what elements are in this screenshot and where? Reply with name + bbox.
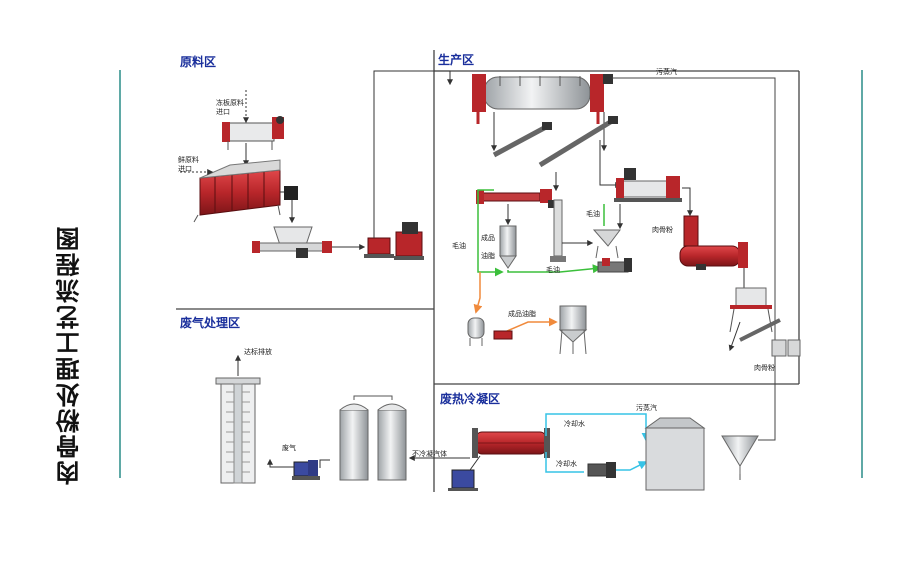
- scrubber-tower-1: [339, 403, 369, 481]
- raw-feed-pump: [364, 222, 424, 260]
- exhaust-stack: [215, 377, 261, 484]
- inclined-conveyor-left: [492, 122, 552, 158]
- meal-bagging-station: [729, 287, 801, 357]
- crude-oil-press-left: [476, 189, 558, 208]
- label-cooling-water-2: 冷却水: [556, 459, 577, 468]
- steam-separator-cone: [721, 435, 759, 474]
- label-fresh-inlet-2: 进口: [178, 165, 192, 173]
- finished-oil-storage-tank: [558, 305, 588, 355]
- label-noncondensable: 不冷凝汽体: [412, 449, 447, 458]
- crusher-bin: [193, 159, 281, 223]
- flow-press-to-meal: [682, 187, 693, 217]
- label-discharge: 达标排放: [244, 347, 272, 356]
- flow-fan-to-stack: [267, 458, 294, 468]
- orange-line-to-storage: [473, 272, 483, 314]
- flow-bagging-to-meal: [728, 321, 741, 352]
- inclined-conveyor-right: [538, 116, 618, 168]
- label-crude-oil-mid: 毛油: [586, 209, 600, 218]
- flow-between-scrubbers: [353, 395, 393, 400]
- label-exhaust-gas: 废气: [282, 443, 296, 452]
- dirty-steam-line: [612, 77, 776, 441]
- condensate-pump: [448, 469, 478, 491]
- exhaust-fan: [292, 460, 320, 480]
- flow-pump-to-cooker: [373, 70, 453, 238]
- label-meal-right: 肉骨粉: [652, 225, 673, 234]
- section-condense: 废热冷凝区: [440, 391, 500, 406]
- flow-condenser-to-pump: [469, 455, 481, 471]
- section-raw: 原料区: [180, 54, 216, 69]
- green-line-tank-to-pump: [507, 264, 602, 274]
- oil-filter: [592, 229, 621, 259]
- cooling-water-return-line: [545, 452, 584, 473]
- label-dirty-steam-bottom: 污蒸汽: [636, 403, 657, 412]
- settling-tank: [499, 225, 517, 269]
- screw-press: [614, 168, 682, 202]
- label-crude-oil-bottom: 毛油: [546, 265, 560, 274]
- diagram-title: 肉骨粉处理工艺流程图: [56, 225, 84, 485]
- batch-cooker: [472, 74, 613, 124]
- vertical-separator: [550, 199, 566, 262]
- crusher-motor: [284, 186, 298, 200]
- label-frozen-inlet-2: 进口: [216, 108, 230, 116]
- label-crude-oil-left: 毛油: [452, 241, 466, 250]
- cooling-water-supply-line: [545, 413, 651, 442]
- label-cooling-water-1: 冷却水: [564, 419, 585, 428]
- finished-oil-pump: [493, 330, 513, 340]
- meal-grinder: [679, 215, 748, 270]
- label-finished-oil-v2: 油脂: [481, 251, 495, 260]
- section-production: 生产区: [438, 52, 474, 67]
- label-finished-oil-h: 成品油脂: [508, 309, 536, 318]
- green-line-crude-left: [477, 189, 504, 277]
- flow-scrubber-to-fan: [319, 459, 330, 468]
- screw-conveyor-raw: [252, 226, 332, 258]
- section-exhaust: 废气处理区: [180, 315, 240, 330]
- orange-line-finished-oil: [499, 317, 558, 335]
- label-dirty-steam-top: 污蒸汽: [656, 67, 677, 76]
- cooling-water-pump: [587, 462, 616, 478]
- frozen-block-conveyor: [222, 116, 284, 150]
- oil-pump: [597, 258, 632, 273]
- label-meal-bottom: 肉骨粉: [754, 363, 775, 372]
- condenser: [472, 428, 550, 458]
- cooling-tower: [644, 417, 706, 491]
- label-fresh-inlet-1: 鲜原料: [178, 155, 199, 164]
- scrubber-tower-2: [377, 403, 407, 481]
- finished-oil-buffer-tank: [467, 317, 485, 346]
- label-frozen-inlet-1: 冻板原料: [216, 98, 244, 107]
- label-finished-oil-v1: 成品: [481, 233, 495, 242]
- flow-elevator-to-press: [599, 140, 622, 188]
